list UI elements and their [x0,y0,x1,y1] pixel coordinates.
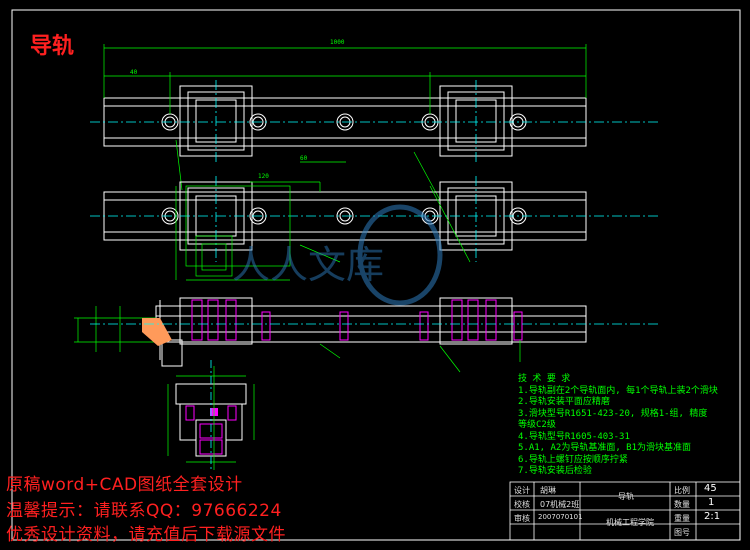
tb-student-id: 2007070101 [538,513,583,521]
tb-qty-label: 数量 [674,500,690,509]
promo-line-1: 原稿word+CAD图纸全套设计 [6,475,243,495]
tb-sheet-value: 45 [704,483,717,494]
svg-text:120: 120 [258,173,269,180]
watermark-logo: 人人文库 [232,204,443,306]
technical-notes: 技 术 要 求 1.导轨副在2个导轨面内, 每1个导轨上装2个滑块 2.导轨安装… [518,374,718,478]
center-lines-1 [90,80,660,162]
note-line: 6.导轨上螺钉应按顺序拧紧 [518,454,628,465]
tb-designer-label: 设计 [514,486,530,495]
promo-line-2: 温馨提示：请联系QQ：97666224 [6,501,282,521]
rail-top-view-1 [103,85,587,157]
note-line: 4.导轨型号R1605-403-31 [518,431,630,442]
note-line: 1.导轨副在2个导轨面内, 每1个导轨上装2个滑块 [518,385,718,396]
note-line: 7.导轨安装后检验 [518,466,592,476]
hatch-section [142,318,172,346]
note-line: 5.A1, A2为导轨基准面, B1为滑块基准面 [518,443,692,453]
svg-text:人人文库: 人人文库 [232,243,384,287]
note-line: 技 术 要 求 [518,374,571,384]
tb-weight-label: 重量 [674,514,690,523]
promo-line-3: 优秀设计资料，请充值后下载源文件 [6,525,286,545]
tb-scale-label: 比例 [674,486,690,495]
tb-school: 机械工程学院 [606,518,654,527]
tb-designer-value: 胡琳 [540,486,556,495]
note-line: 3.滑块型号R1651-423-20, 规格1-组, 精度 [518,408,708,419]
dimension-lines-mid: 120 [175,173,471,281]
tb-class-value: 07机械2班 [540,500,580,509]
tb-qty-value: 1 [708,497,715,508]
svg-text:1000: 1000 [330,39,345,46]
side-view-sections [191,299,523,341]
tb-drawing-no-label: 图号 [674,528,690,537]
note-line: 2.导轨安装平面应精磨 [518,397,610,407]
drawing-border [11,9,741,541]
tb-checker-label: 校核 [514,500,530,509]
drawing-title: 导轨 [30,34,75,59]
tb-scale-value: 2:1 [704,511,721,522]
svg-text:60: 60 [300,155,308,162]
title-block-frame [509,481,741,541]
svg-text:40: 40 [130,69,138,76]
tb-approver-label: 审核 [514,514,530,523]
note-line: 等级C2级 [518,420,556,430]
tb-part-name: 导轨 [618,492,634,501]
